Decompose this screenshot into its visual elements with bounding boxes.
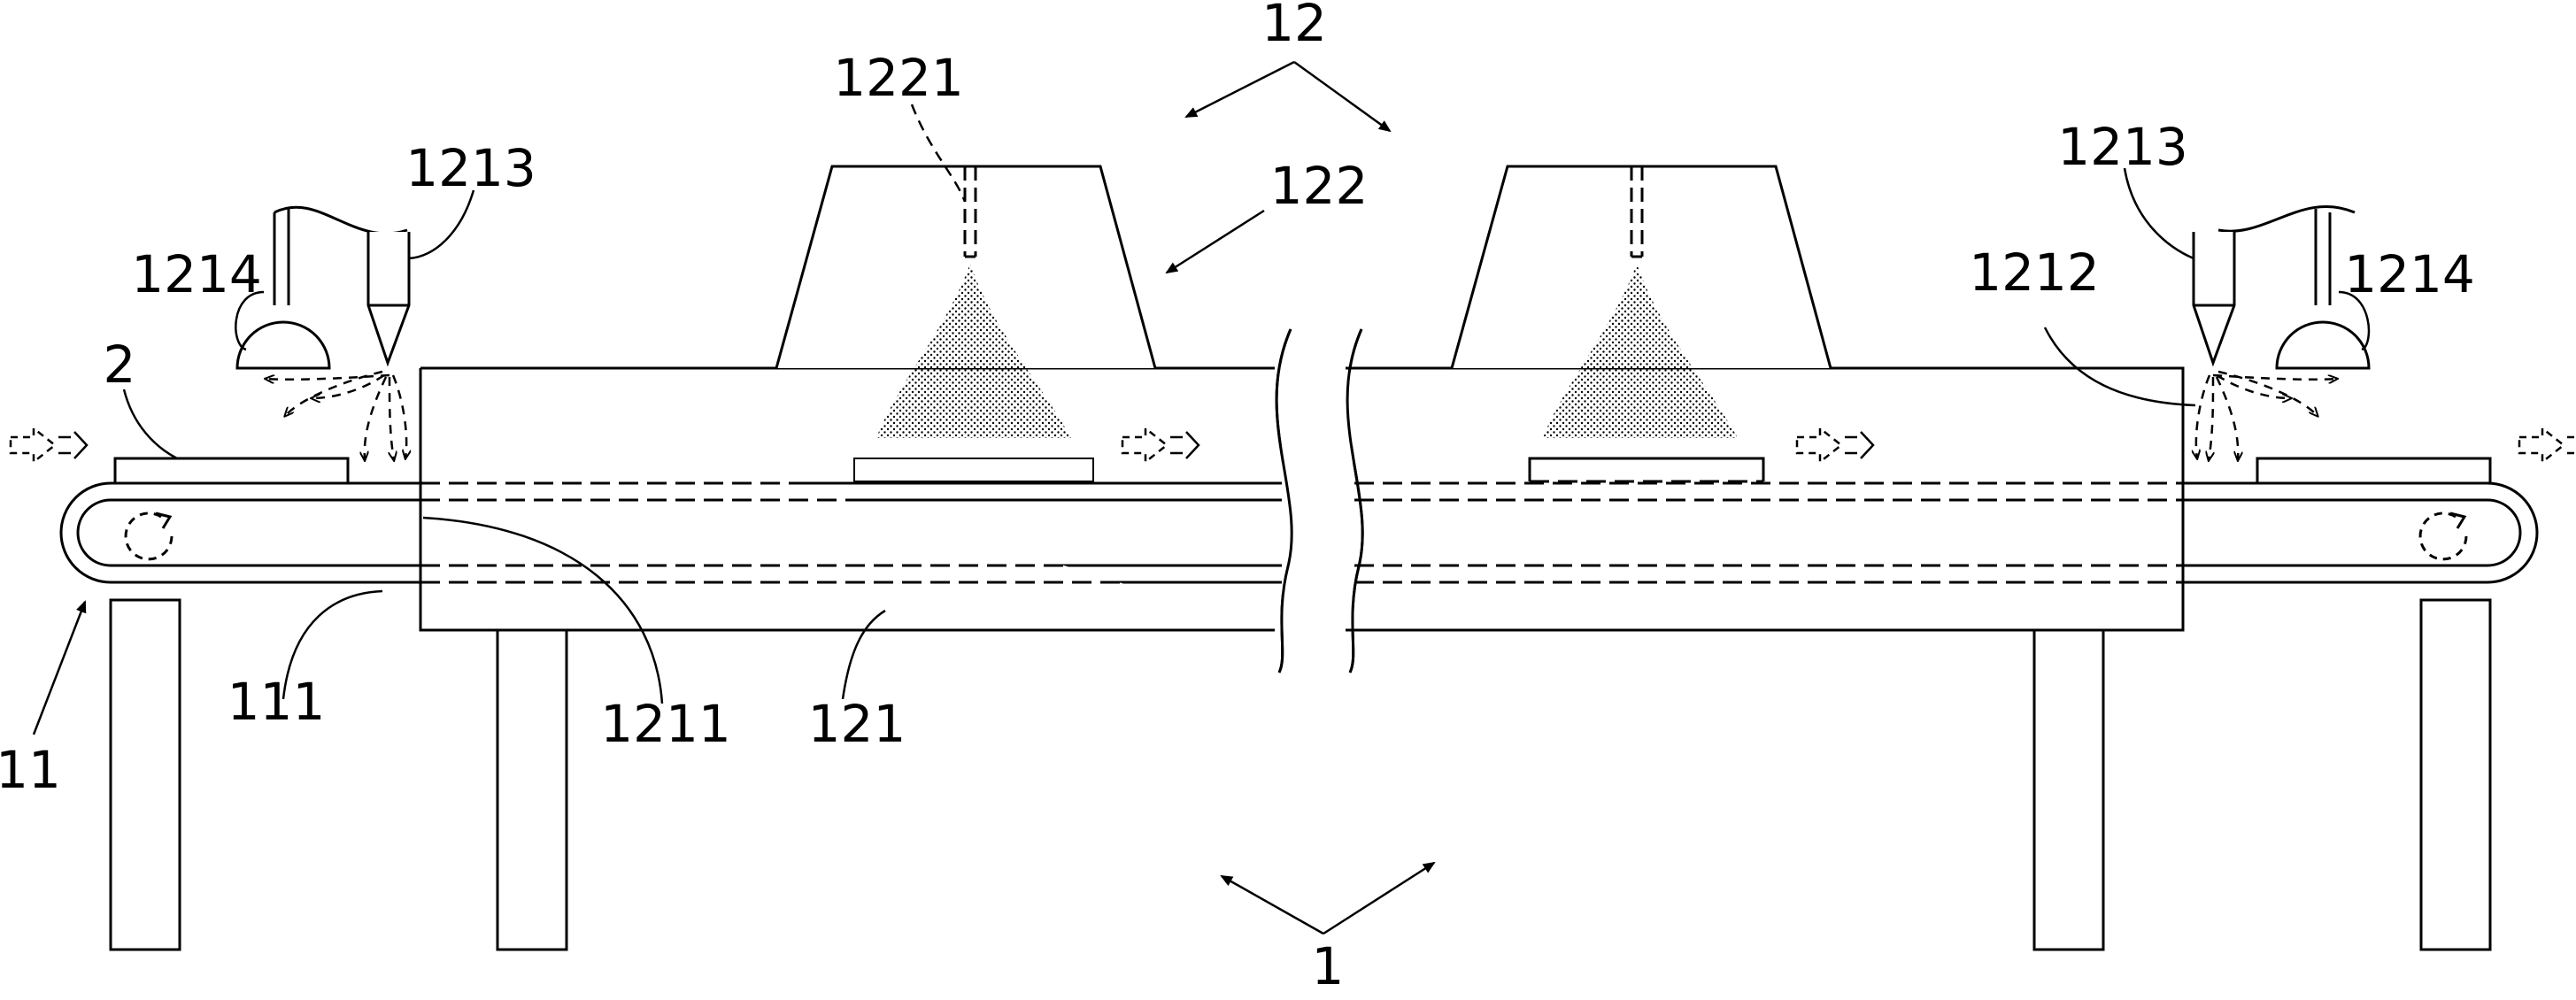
label-1214-right: 1214: [2344, 244, 2475, 304]
right-air-nozzle: [2192, 232, 2236, 367]
leg-right-inner: [2032, 598, 2105, 951]
spray-cone-right: [1543, 264, 1738, 438]
right-suction-stem: [2314, 209, 2332, 305]
right-airflow-arrows: [2196, 370, 2337, 460]
right-air-knife-group: [2192, 205, 2371, 460]
label-1: 1: [1312, 936, 1345, 996]
support-legs: [109, 598, 2492, 951]
label-121: 121: [808, 694, 906, 754]
reference-numerals: 12 1221 122 1213 1214 2 1213 1212 1214 1…: [0, 0, 2475, 996]
label-1213-right: 1213: [2057, 117, 2188, 177]
label-1214-left: 1214: [131, 244, 262, 304]
left-suction-hood: [235, 320, 331, 370]
label-111: 111: [228, 672, 326, 732]
right-mount-wave: [2217, 205, 2356, 233]
label-1221: 1221: [833, 48, 964, 108]
roller-rotation-right-icon: [2418, 512, 2468, 561]
left-air-nozzle: [366, 232, 411, 367]
label-11: 11: [0, 740, 61, 800]
label-1212: 1212: [1969, 242, 2100, 303]
label-2: 2: [104, 335, 136, 395]
belt-inner-loop: [76, 498, 2522, 567]
flow-arrow-icon: [9, 426, 89, 465]
leader-lines: [32, 60, 2371, 935]
label-1213-left: 1213: [405, 138, 536, 198]
left-suction-stem: [273, 209, 290, 305]
left-airflow-arrows: [266, 370, 406, 460]
leg-right-outer: [2419, 598, 2492, 951]
hidden-belt-lines: [420, 481, 2183, 584]
label-12: 12: [1261, 0, 1327, 53]
left-air-knife-group: [235, 205, 411, 460]
label-1211: 1211: [600, 694, 731, 754]
label-122: 122: [1270, 156, 1369, 216]
leg-left-inner: [496, 598, 568, 951]
flow-direction-arrows: [9, 426, 2574, 465]
right-suction-hood: [2275, 320, 2371, 370]
flow-arrow-icon: [2518, 426, 2574, 465]
workpiece-right: [2256, 457, 2492, 485]
roller-rotation-left-icon: [124, 512, 174, 561]
processing-tunnel: [419, 328, 2185, 673]
workpiece-in-chamber-right: [1528, 457, 1765, 481]
left-mount-wave: [274, 205, 408, 235]
workpiece-in-chamber-left: [853, 458, 1094, 482]
flow-arrow-icon: [1121, 426, 1200, 465]
flow-arrow-icon: [1795, 426, 1875, 465]
spray-cone-left: [876, 264, 1071, 438]
spray-chamber-right: [1450, 165, 1832, 483]
workpiece-left: [113, 457, 350, 485]
leg-left-outer: [109, 598, 181, 951]
spray-chamber-left: [775, 165, 1157, 482]
